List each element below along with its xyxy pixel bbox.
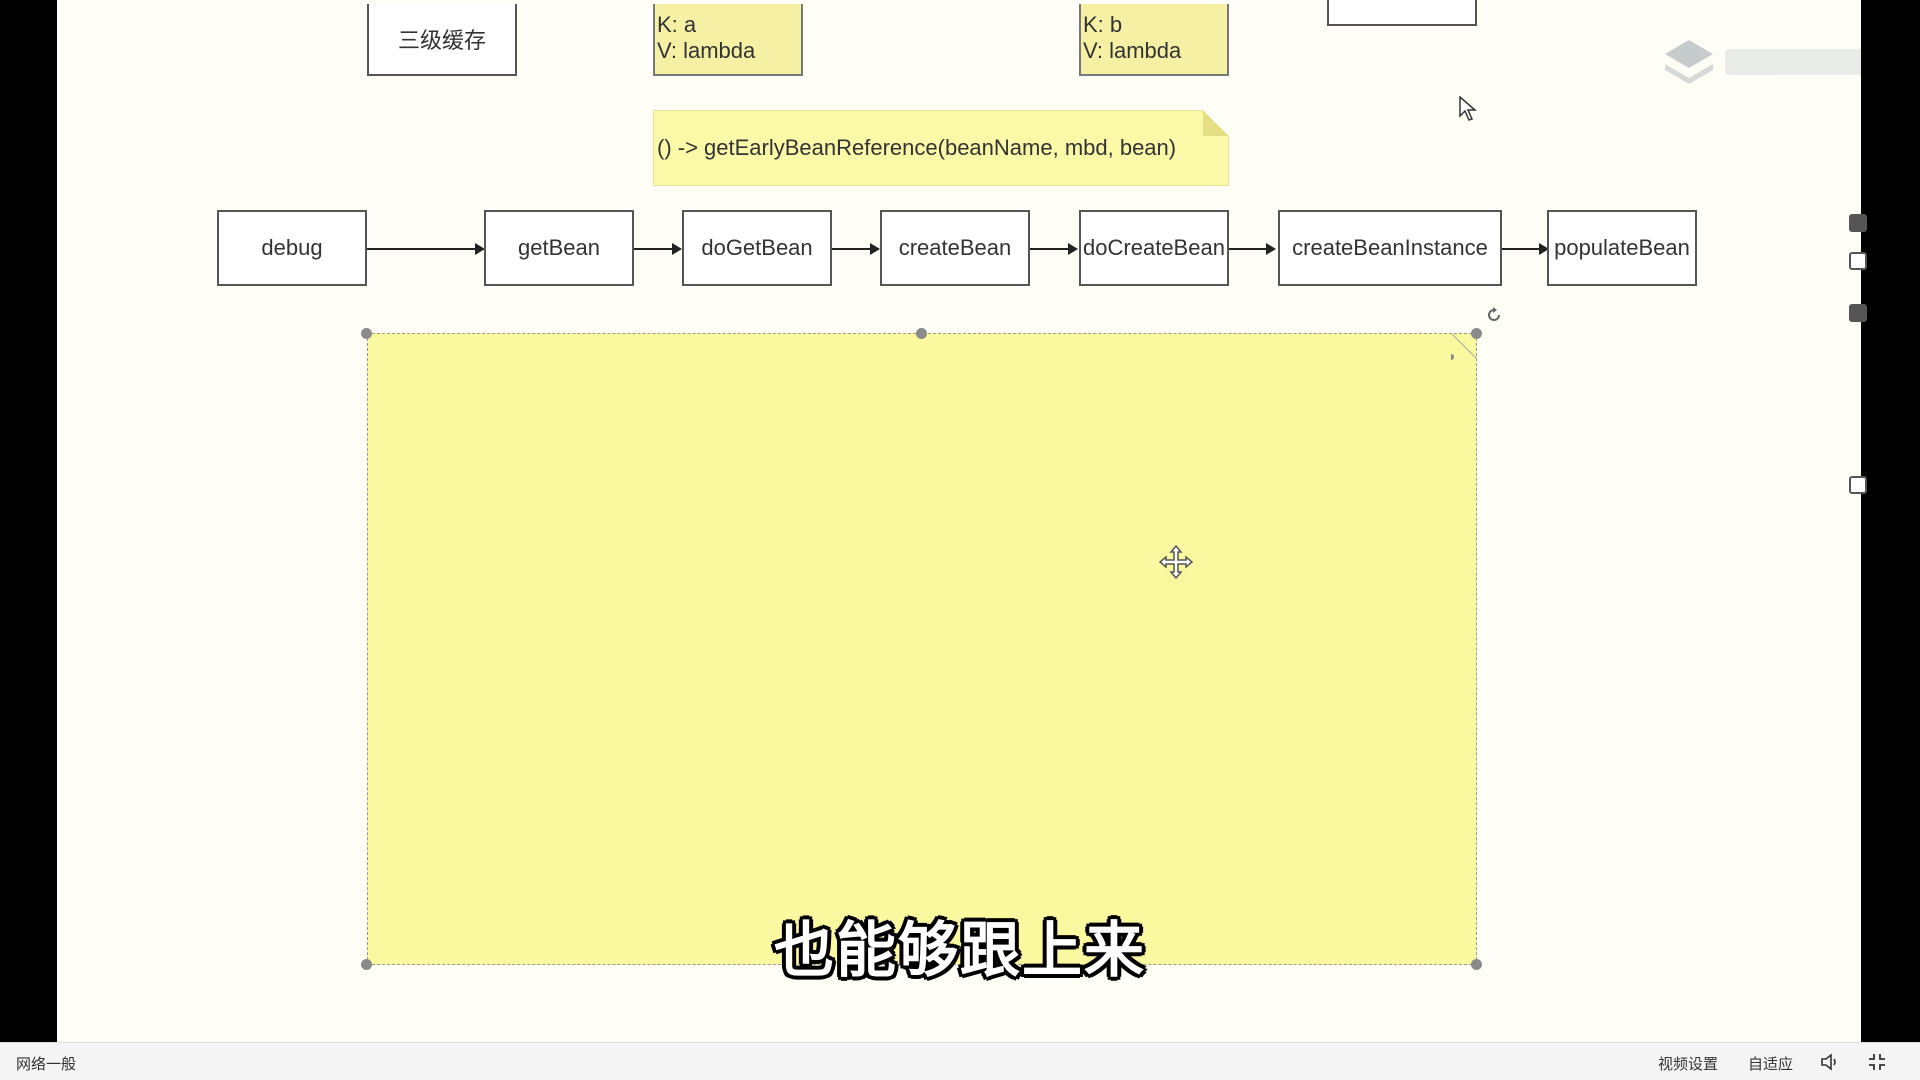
lambda-note[interactable]: () -> getEarlyBeanReference(beanName, mb… [653, 110, 1229, 186]
flow-label-debug: debug [261, 235, 323, 260]
flow-label-getbean: getBean [518, 235, 600, 260]
cache-level-label: 三级缓存 [397, 28, 486, 53]
side-checkbox-2[interactable] [1849, 252, 1867, 270]
auto-fit-button[interactable]: 自适应 [1748, 1056, 1794, 1073]
selected-sticky-note[interactable] [367, 333, 1477, 965]
resize-handle-bottom-right[interactable] [1471, 959, 1482, 970]
right-panel-edge [1849, 0, 1920, 1042]
resize-handle-top-left[interactable] [361, 328, 372, 339]
kv-b-value: V: lambda [1083, 38, 1182, 63]
video-subtitle: 也能够跟上来 [774, 917, 1146, 984]
mouse-pointer-icon [1459, 96, 1478, 121]
kv-note-b[interactable]: K: b V: lambda [1079, 4, 1229, 76]
cache-level-box[interactable]: 三级缓存 [367, 4, 517, 76]
volume-icon[interactable] [1820, 1053, 1840, 1071]
video-settings-button[interactable]: 视频设置 [1658, 1056, 1719, 1073]
exit-fullscreen-icon[interactable] [1868, 1053, 1886, 1071]
resize-handle-top-center[interactable] [916, 328, 927, 339]
flow-label-docreatebean: doCreateBean [1083, 235, 1225, 260]
flow-box-debug[interactable]: debug [217, 210, 367, 286]
side-checkbox-1[interactable] [1849, 214, 1867, 232]
resize-handle-top-right[interactable] [1471, 328, 1482, 339]
note-corner-icon [1451, 333, 1477, 360]
flow-box-createbeaninstance[interactable]: createBeanInstance [1278, 210, 1502, 286]
flow-label-populatebean: populateBean [1554, 235, 1690, 260]
lambda-note-text: () -> getEarlyBeanReference(beanName, mb… [657, 135, 1177, 160]
side-checkbox-4[interactable] [1849, 476, 1867, 494]
flow-box-getbean[interactable]: getBean [484, 210, 634, 286]
move-cursor-icon [1158, 544, 1194, 580]
flow-arrow-5 [1229, 243, 1276, 255]
logo-icon [1665, 40, 1713, 84]
flow-box-dogetbean[interactable]: doGetBean [682, 210, 832, 286]
flow-label-dogetbean: doGetBean [701, 235, 813, 260]
kv-a-value: V: lambda [657, 38, 756, 63]
kv-a-key: K: a [657, 12, 697, 37]
flow-box-createbean[interactable]: createBean [880, 210, 1030, 286]
watermark-text-blur [1725, 49, 1861, 75]
flow-label-createbean: createBean [898, 235, 1012, 260]
flow-arrow-2 [634, 243, 682, 255]
flow-label-createbeaninstance: createBeanInstance [1292, 235, 1488, 260]
diagram-canvas[interactable]: 三级缓存 K: a V: lambda K: b V: lambda () ->… [57, 0, 1861, 1042]
side-checkbox-3[interactable] [1849, 304, 1867, 322]
flow-arrow-1 [367, 243, 485, 255]
kv-note-a[interactable]: K: a V: lambda [653, 4, 803, 76]
player-status-bar: 网络一般 视频设置 自适应 [0, 1042, 1920, 1080]
flow-arrow-4 [1030, 243, 1078, 255]
flow-box-docreatebean[interactable]: doCreateBean [1079, 210, 1229, 286]
resize-handle-bottom-left[interactable] [361, 959, 372, 970]
flow-arrow-6 [1502, 243, 1549, 255]
rotate-handle-icon[interactable] [1485, 306, 1503, 324]
network-status: 网络一般 [16, 1056, 77, 1073]
note-fold-corner [1203, 110, 1229, 136]
kv-b-key: K: b [1083, 12, 1123, 37]
watermark-logo [1663, 38, 1861, 86]
flow-box-populatebean[interactable]: populateBean [1547, 210, 1697, 286]
flow-arrow-3 [832, 243, 880, 255]
partial-top-box[interactable] [1327, 0, 1477, 26]
